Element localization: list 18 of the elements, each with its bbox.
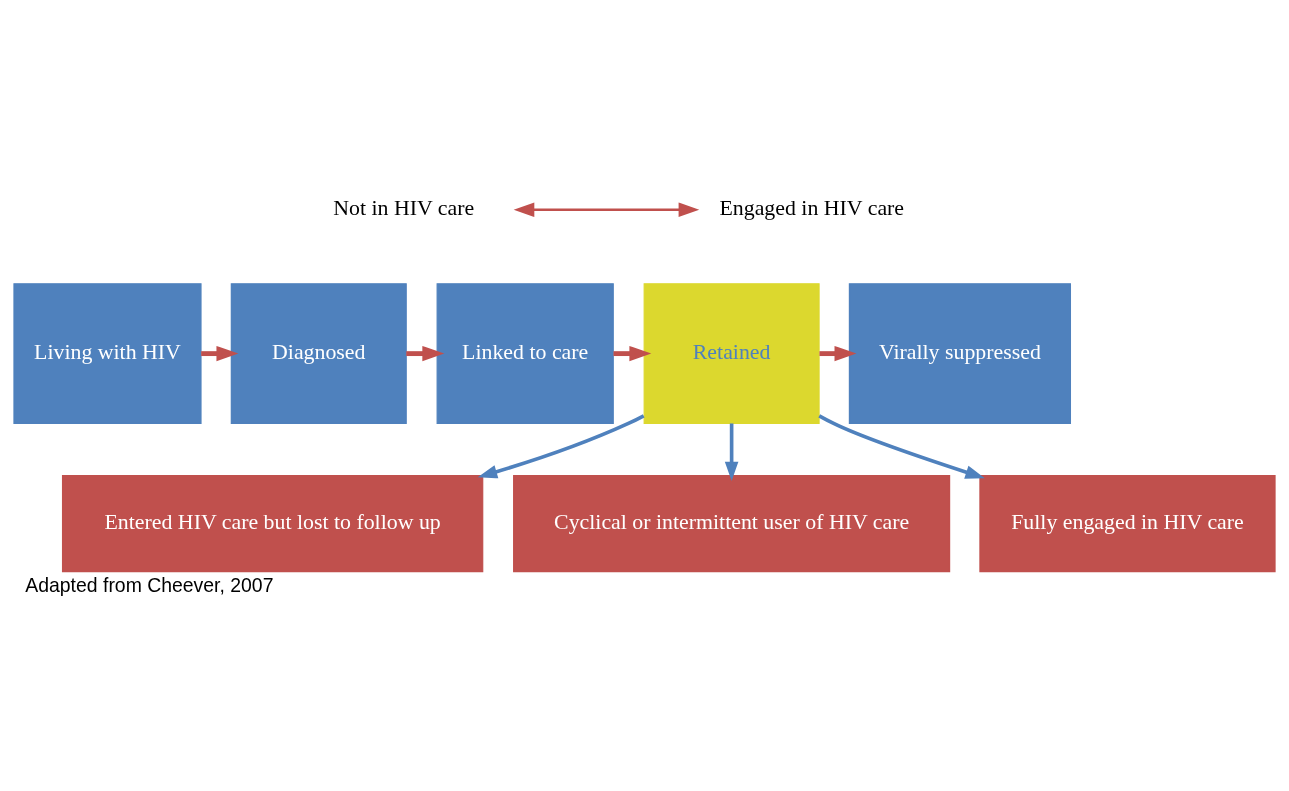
arrow xyxy=(613,345,652,362)
node-box: Diagnosed xyxy=(230,283,407,425)
arrow xyxy=(406,345,445,362)
node-text: Not in HIV care xyxy=(333,196,475,221)
caption: Adapted from Cheever, 2007 xyxy=(25,573,274,596)
node-box: Fully engaged in HIV care xyxy=(979,475,1276,573)
node-box: Entered HIV care but lost to follow up xyxy=(61,475,484,573)
arrow xyxy=(818,414,985,479)
node-box: Linked to care xyxy=(436,283,614,425)
arrow xyxy=(477,414,645,479)
node-box: Retained xyxy=(643,283,820,425)
node-text: Engaged in HIV care xyxy=(719,196,905,221)
arrow xyxy=(819,345,857,362)
arrow xyxy=(724,423,739,482)
node-box: Cyclical or intermittent user of HIV care xyxy=(513,475,951,573)
node-box: Living with HIV xyxy=(13,283,202,425)
arrow xyxy=(513,202,700,217)
node-box: Virally suppressed xyxy=(848,283,1071,425)
